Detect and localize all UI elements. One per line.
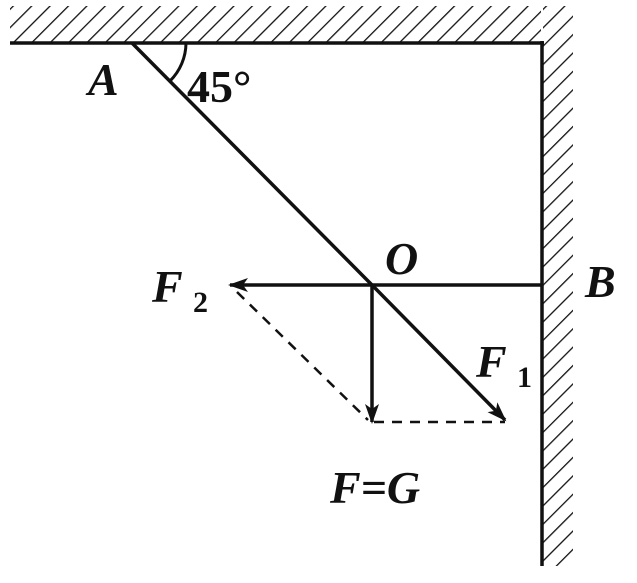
angle-arc: [168, 42, 188, 83]
wall-hatching: [543, 6, 573, 566]
ceiling-hatching: [10, 6, 541, 43]
force-f2-label: F: [151, 261, 183, 312]
force-f1-arrow: [370, 283, 507, 422]
point-a-label: A: [85, 54, 119, 105]
force-f1-label: F: [475, 336, 507, 387]
angle-label: 45°: [187, 61, 251, 112]
dashed-side-left: [236, 291, 369, 421]
resultant-label: F=G: [329, 462, 420, 513]
point-b-label: B: [584, 256, 616, 307]
point-o-label: O: [385, 233, 418, 284]
rod-ao: [130, 41, 374, 287]
force-f2-subscript: 2: [193, 286, 208, 319]
force-f1-subscript: 1: [517, 361, 532, 394]
